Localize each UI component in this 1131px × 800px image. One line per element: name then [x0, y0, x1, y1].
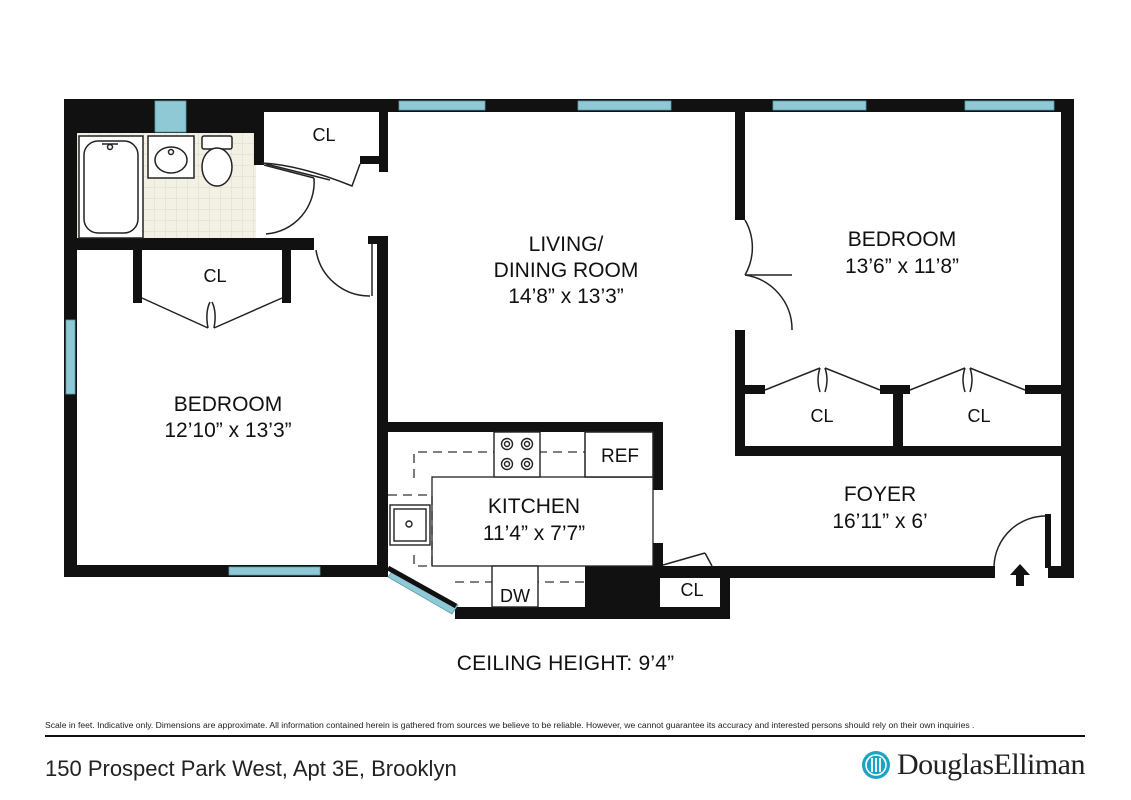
kitchen-dims: 11’4” x 7’7” — [483, 522, 585, 545]
toilet — [201, 135, 233, 187]
entry-arrow-icon — [1010, 564, 1030, 586]
fridge-label: REF — [601, 446, 639, 467]
footer-divider — [45, 735, 1085, 737]
living-room-name-line2: DINING ROOM — [494, 259, 639, 282]
douglas-elliman-logo-icon — [862, 751, 891, 779]
dishwasher — [491, 565, 539, 608]
brand-logo: DouglasElliman — [861, 748, 1085, 782]
doors — [141, 162, 1049, 568]
bathtub — [78, 135, 144, 239]
bedroom-left-dims: 12’10” x 13’3” — [164, 419, 291, 442]
bedroom-right-name: BEDROOM — [848, 228, 957, 251]
foyer-dims: 16’11” x 6’ — [832, 510, 927, 533]
foyer-name: FOYER — [844, 483, 916, 506]
closet-right-1-label: CL — [810, 406, 833, 426]
bedroom-right-dims: 13’6” x 11’8” — [845, 255, 959, 278]
ceiling-height: CEILING HEIGHT: 9’4” — [456, 652, 675, 675]
disclaimer-text: Scale in feet. Indicative only. Dimensio… — [45, 720, 975, 730]
dishwasher-label: DW — [500, 586, 530, 606]
brand-name: DouglasElliman — [897, 748, 1085, 781]
living-room-dims: 14’8” x 13’3” — [508, 285, 624, 308]
bathroom-sink — [147, 135, 195, 179]
closet-top-label: CL — [312, 125, 335, 145]
property-address: 150 Prospect Park West, Apt 3E, Brooklyn — [45, 756, 457, 781]
windows — [65, 100, 1055, 615]
kitchen-sink — [389, 504, 431, 546]
bedroom-left-name: BEDROOM — [174, 393, 283, 416]
closet-right-2-label: CL — [967, 406, 990, 426]
closet-left-bedroom-label: CL — [203, 266, 226, 286]
kitchen-name: KITCHEN — [488, 495, 580, 518]
living-room-name-line1: LIVING/ — [529, 233, 604, 256]
stove — [493, 431, 541, 478]
closet-foyer-label: CL — [680, 580, 703, 600]
floor-plan: CL LIVING/ DINING ROOM 14’8” x 13’3” BED… — [64, 99, 1074, 619]
refrigerator — [584, 431, 654, 478]
